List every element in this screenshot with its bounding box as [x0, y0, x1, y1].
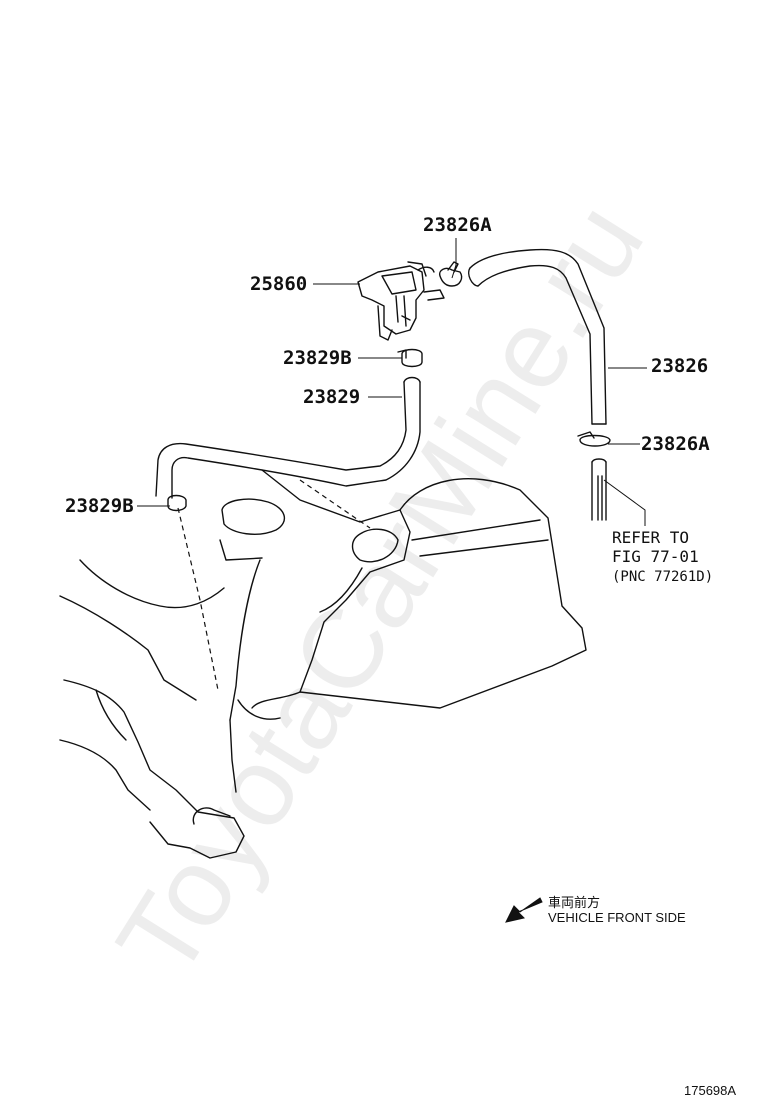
callout-23829b-lower: 23829B	[65, 495, 134, 517]
clamp-23826a-lower	[577, 431, 611, 447]
callout-23829b-upper: 23829B	[283, 347, 352, 369]
clamp-23829b-upper	[397, 348, 423, 368]
direction-english: VEHICLE FRONT SIDE	[548, 910, 686, 925]
direction-japanese: 車両前方	[548, 896, 601, 911]
reference-line-1: REFER TO	[612, 528, 690, 547]
callout-23826a-upper: 23826A	[423, 214, 492, 236]
hose-23826	[468, 248, 607, 425]
clamp-23826a-upper	[439, 261, 463, 287]
callout-23829: 23829	[303, 386, 361, 408]
leader-lines	[137, 238, 647, 526]
callout-23826: 23826	[651, 355, 709, 377]
pipe-reference	[591, 458, 607, 521]
engine-outline	[59, 469, 587, 859]
reference-line-2: FIG 77-01	[612, 547, 699, 566]
clamp-23829b-lower	[167, 494, 187, 512]
arrow-down-left-icon	[505, 897, 543, 923]
reference-line-3: (PNC 77261D)	[612, 569, 714, 585]
figure-number: 175698A	[684, 1083, 737, 1098]
vsv-valve-25860	[357, 261, 445, 341]
hose-23829	[155, 376, 421, 499]
callout-25860: 25860	[250, 273, 308, 295]
callout-23826a-lower: 23826A	[641, 433, 710, 455]
dashed-lines	[177, 479, 371, 691]
